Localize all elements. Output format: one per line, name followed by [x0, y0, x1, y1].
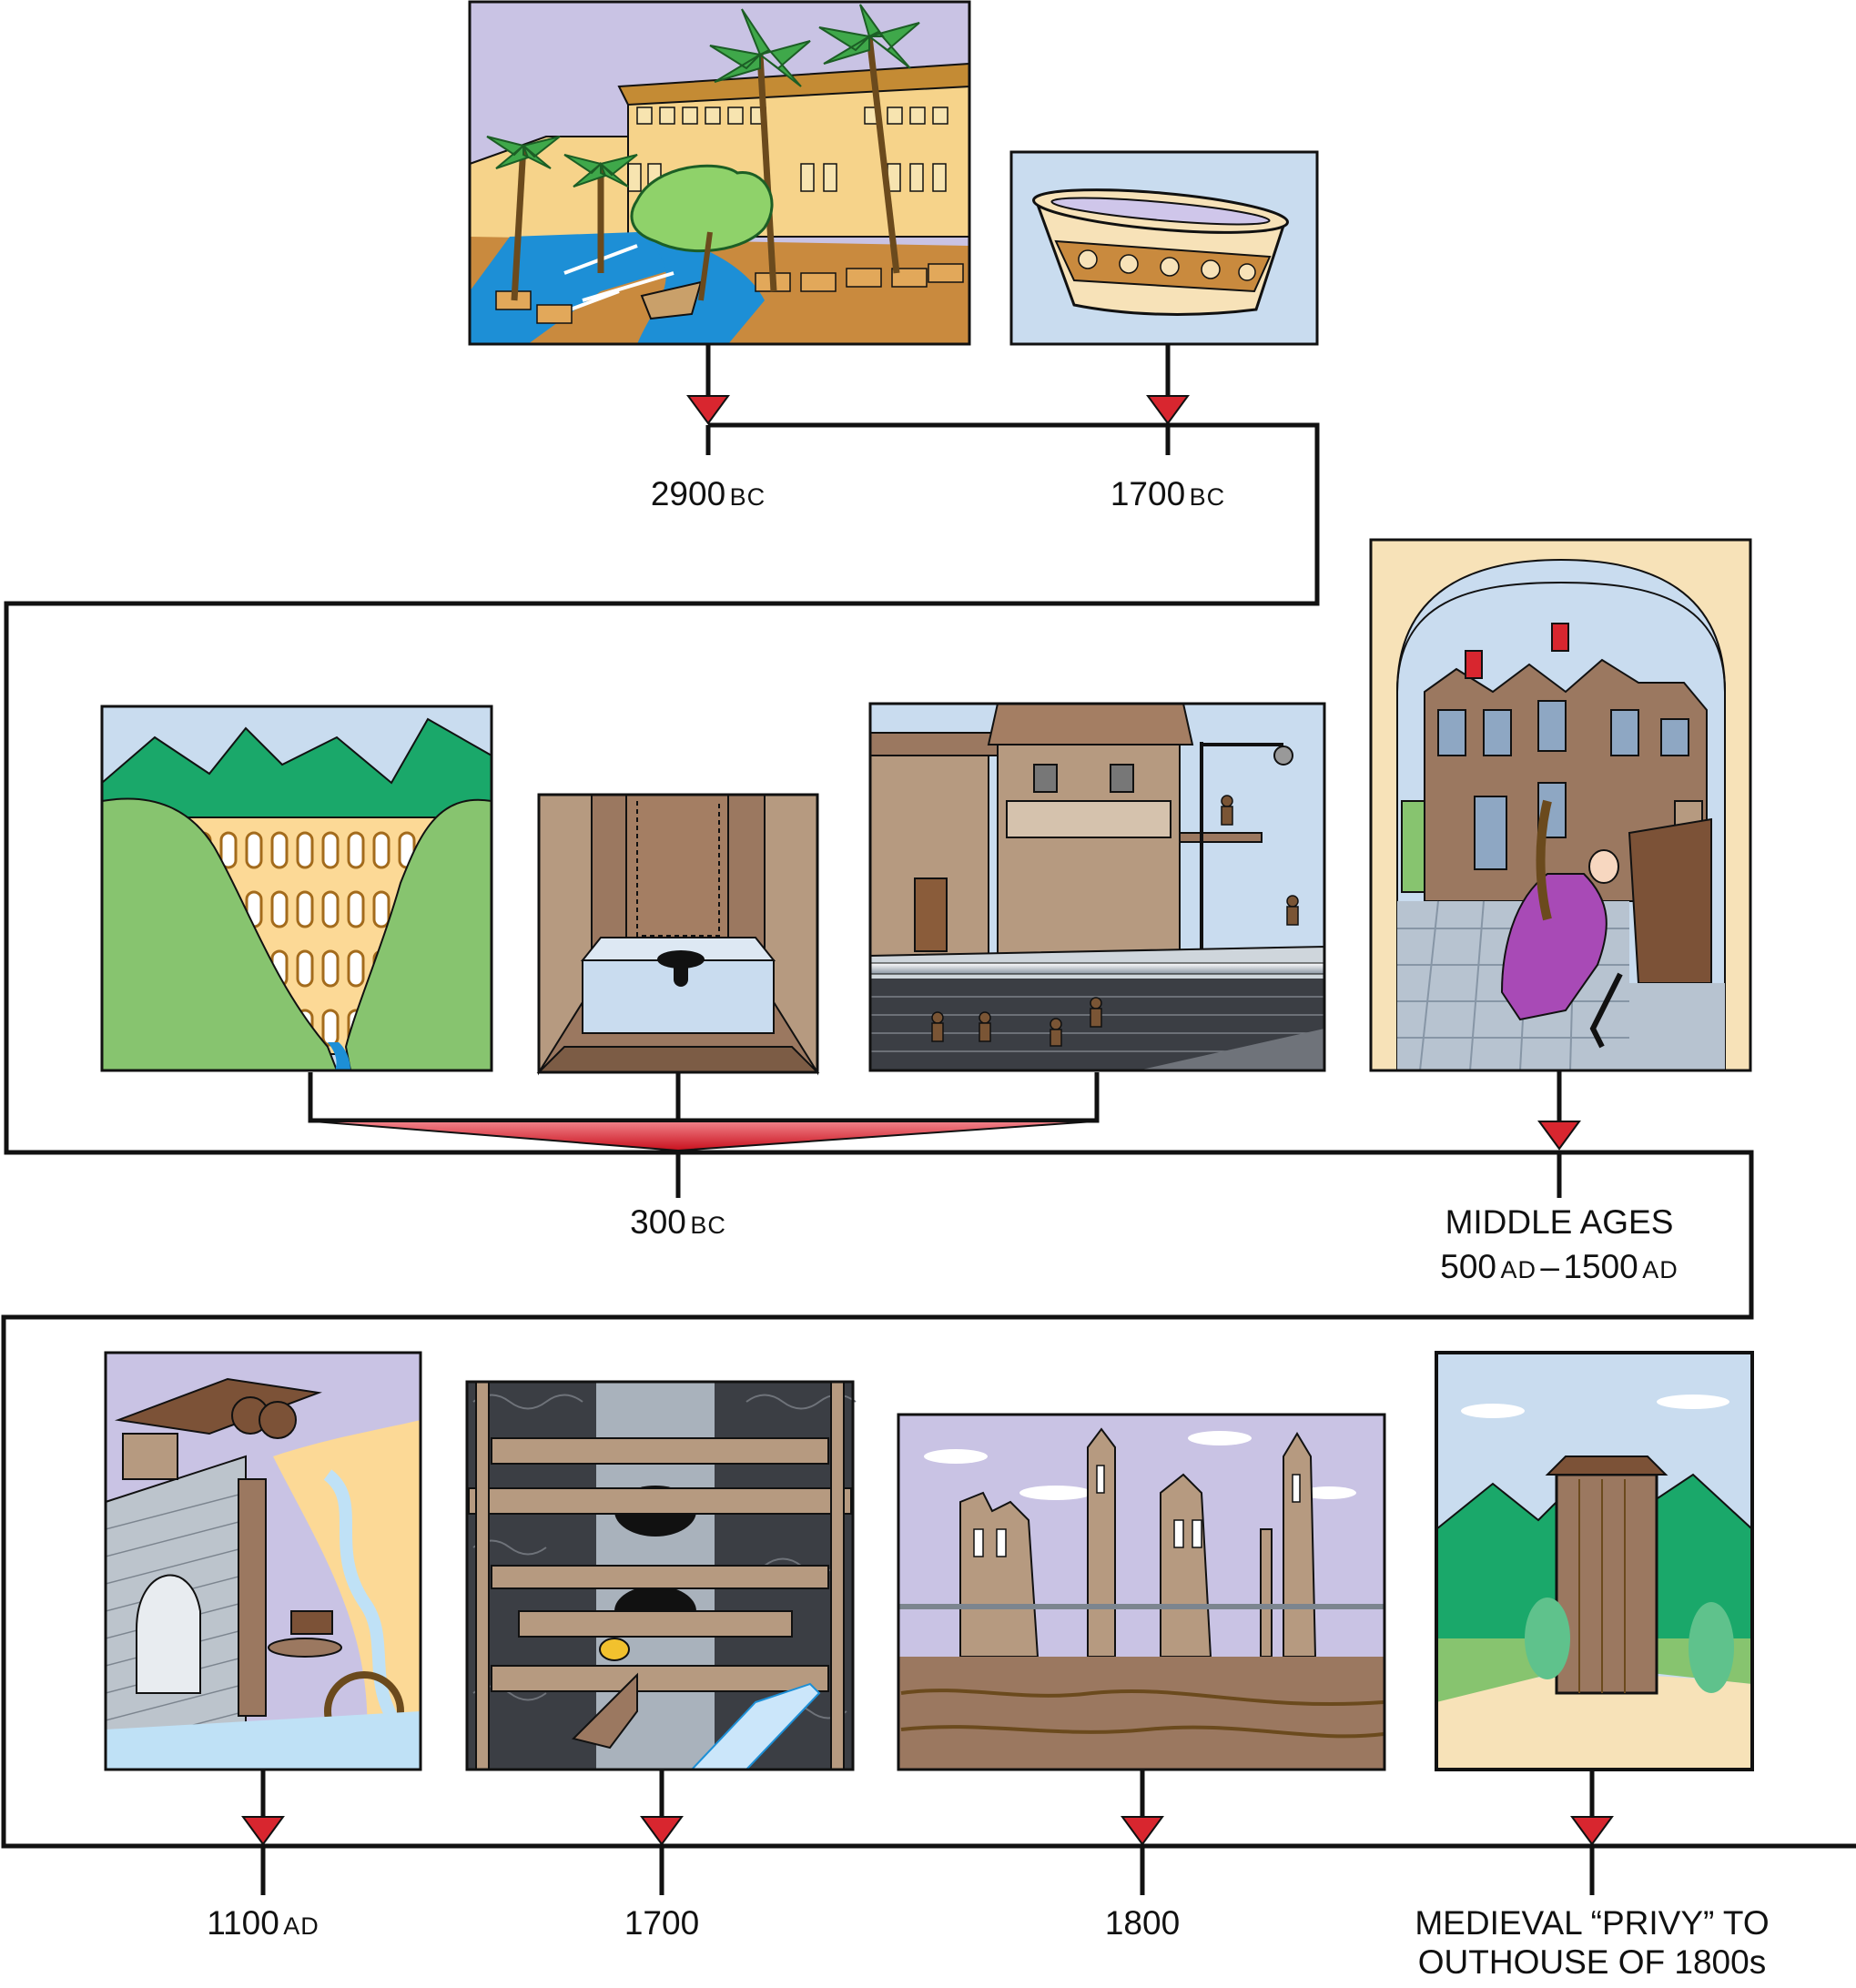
illustration-palace-gardens	[468, 0, 971, 346]
middle-ages-start: 500	[1440, 1247, 1496, 1285]
date-label-1700bc: 1700 BC	[1095, 475, 1241, 514]
middle-ages-title: MIDDLE AGES	[1445, 1203, 1674, 1241]
illustration-aqueduct	[100, 705, 493, 1072]
date-label-outhouse: MEDIEVAL “PRIVY” TO OUTHOUSE OF 1800s	[1396, 1904, 1788, 1982]
marker-1700	[640, 1816, 684, 1846]
illustration-ruined-city	[897, 1413, 1386, 1771]
outhouse-line1: MEDIEVAL “PRIVY” TO	[1415, 1904, 1770, 1942]
date-label-1800: 1800	[1070, 1904, 1215, 1943]
marker-1700bc	[1146, 395, 1190, 425]
outhouse-line2: OUTHOUSE OF 1800s	[1417, 1942, 1767, 1981]
marker-middle-ages	[1537, 1121, 1581, 1151]
illustration-latrine	[536, 793, 820, 1076]
middle-ages-end-era: AD	[1642, 1255, 1679, 1283]
marker-outhouse	[1570, 1816, 1614, 1846]
marker-300bc-fan	[313, 1121, 1094, 1152]
illustration-mine-shaft	[465, 1380, 857, 1771]
date-label-middle-ages: MIDDLE AGES 500 AD – 1500 AD	[1405, 1203, 1714, 1286]
middle-ages-sep: –	[1540, 1247, 1559, 1285]
date-label-1700: 1700	[589, 1904, 735, 1943]
marker-1800	[1121, 1816, 1164, 1846]
illustration-middle-ages	[1369, 538, 1752, 1072]
date-2900: 2900	[650, 475, 726, 512]
date-label-300bc: 300 BC	[605, 1203, 751, 1242]
date-1700bc: 1700	[1110, 475, 1186, 512]
illustration-roman-street	[868, 702, 1326, 1072]
era-bc-2: BC	[1189, 483, 1226, 511]
illustration-bathtub	[1009, 150, 1319, 346]
marker-2900bc	[686, 395, 730, 425]
middle-ages-start-era: AD	[1500, 1255, 1537, 1283]
middle-ages-end: 1500	[1563, 1247, 1638, 1285]
era-ad: AD	[283, 1912, 319, 1940]
markers	[241, 395, 1614, 1846]
date-1100: 1100	[207, 1904, 279, 1942]
date-label-2900bc: 2900 BC	[635, 475, 781, 514]
illustration-outhouse	[1435, 1351, 1754, 1771]
date-label-1100ad: 1100 AD	[190, 1904, 336, 1943]
era-bc-3: BC	[690, 1212, 726, 1239]
date-1700: 1700	[624, 1904, 700, 1942]
era-bc-1: BC	[729, 483, 766, 511]
date-1800: 1800	[1104, 1904, 1181, 1942]
date-300: 300	[630, 1203, 686, 1241]
illustration-water-mill	[104, 1351, 422, 1771]
marker-1100ad	[241, 1816, 285, 1846]
